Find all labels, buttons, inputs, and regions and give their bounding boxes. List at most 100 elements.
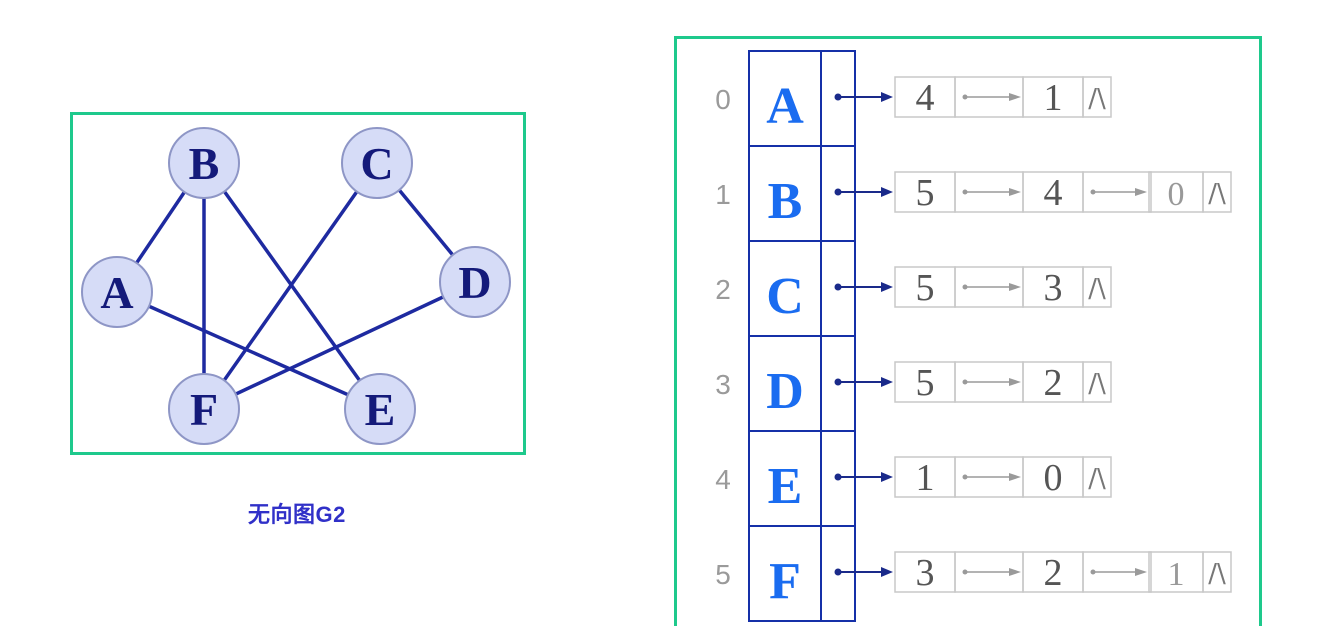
graph-node-circle bbox=[439, 246, 511, 318]
edge-node-value: 2 bbox=[1044, 362, 1063, 404]
vertex-label: F bbox=[769, 553, 801, 610]
null-pointer: /\ bbox=[1208, 559, 1226, 589]
edge-node: 2 /\ bbox=[1022, 361, 1112, 404]
null-pointer: /\ bbox=[1088, 464, 1106, 494]
null-pointer: /\ bbox=[1088, 84, 1106, 114]
next-pointer-arrowhead bbox=[1009, 188, 1021, 196]
edge-node-value: 2 bbox=[1044, 552, 1063, 594]
row-index: 5 bbox=[715, 559, 731, 590]
graph-node-b: B bbox=[168, 127, 240, 199]
adjacency-row-0: 0 A 4 1 /\ bbox=[715, 50, 1112, 147]
edge-node-next-cell bbox=[1202, 551, 1232, 593]
edge-node-next-cell bbox=[1082, 551, 1152, 593]
graph-node-circle bbox=[81, 256, 153, 328]
graph-node-label: C bbox=[360, 138, 393, 189]
graph-caption: 无向图G2 bbox=[248, 502, 346, 527]
graph-node-c: C bbox=[341, 127, 413, 199]
edge-A-E bbox=[116, 290, 381, 411]
edge-node: 0 /\ bbox=[1148, 171, 1232, 213]
edge-node-next-cell bbox=[1082, 361, 1112, 403]
pointer-arrowhead bbox=[881, 92, 893, 102]
edge-node-value: 5 bbox=[916, 267, 935, 309]
pointer-arrowhead bbox=[881, 187, 893, 197]
vertex-label: E bbox=[768, 458, 803, 515]
edge-node-value: 1 bbox=[916, 457, 935, 499]
edge-node-next-cell bbox=[1082, 76, 1112, 118]
first-edge-cell bbox=[820, 525, 856, 622]
edge-node: 5 bbox=[894, 266, 1024, 309]
adjacency-row-4: 4 E 1 0 /\ bbox=[715, 430, 1112, 527]
pointer-arrowhead bbox=[881, 567, 893, 577]
edge-node: 5 bbox=[894, 361, 1024, 404]
next-pointer-arrowhead bbox=[1009, 283, 1021, 291]
graph-node-label: A bbox=[100, 267, 133, 318]
edge-node: 1 /\ bbox=[1148, 551, 1232, 593]
graph-node-circle bbox=[341, 127, 413, 199]
edge-node: 4 bbox=[1022, 171, 1152, 214]
edge-node-value: 4 bbox=[916, 77, 935, 119]
graph-panel: A B C D E F bbox=[70, 112, 526, 455]
graph-node-circle bbox=[168, 373, 240, 445]
edge-node-value: 3 bbox=[1044, 267, 1063, 309]
null-pointer: /\ bbox=[1208, 179, 1226, 209]
null-pointer: /\ bbox=[1088, 369, 1106, 399]
edge-node: 1 /\ bbox=[1022, 76, 1112, 119]
edge-D-F bbox=[203, 280, 476, 411]
undirected-graph: A B C D E F bbox=[81, 127, 511, 445]
edge-node-value: 4 bbox=[1044, 172, 1063, 214]
edge-node-value: 1 bbox=[1044, 77, 1063, 119]
graph-node-label: D bbox=[458, 257, 491, 308]
graph-node-circle bbox=[344, 373, 416, 445]
edge-node-next-cell bbox=[1082, 456, 1112, 498]
pointer-arrowhead bbox=[881, 472, 893, 482]
edge-node-value: 3 bbox=[916, 552, 935, 594]
adjacency-row-1: 1 B 5 4 0 /\ bbox=[715, 145, 1232, 242]
graph-node-d: D bbox=[439, 246, 511, 318]
edge-node-value: 5 bbox=[916, 172, 935, 214]
vertex-label: B bbox=[768, 173, 803, 230]
edge-node: 0 /\ bbox=[1022, 456, 1112, 499]
adjacency-row-3: 3 D 5 2 /\ bbox=[715, 335, 1112, 432]
next-pointer-arrowhead bbox=[1135, 568, 1147, 576]
vertex-label: A bbox=[766, 78, 804, 135]
graph-node-label: E bbox=[365, 384, 396, 435]
graph-node-e: E bbox=[344, 373, 416, 445]
edge-node: 4 bbox=[894, 76, 1024, 119]
graph-node-a: A bbox=[81, 256, 153, 328]
next-pointer-arrowhead bbox=[1135, 188, 1147, 196]
row-index: 1 bbox=[715, 179, 731, 210]
edge-node: 2 bbox=[1022, 551, 1152, 594]
adjacency-row-2: 2 C 5 3 /\ bbox=[715, 240, 1112, 337]
edge-node-next-cell bbox=[1202, 171, 1232, 213]
next-pointer-arrowhead bbox=[1009, 378, 1021, 386]
edge-node: 3 bbox=[894, 551, 1024, 594]
edge-node: 3 /\ bbox=[1022, 266, 1112, 309]
edge-node-value: 1 bbox=[1168, 556, 1185, 593]
edge-node: 5 bbox=[894, 171, 1024, 214]
graph-node-f: F bbox=[168, 373, 240, 445]
graph-node-label: B bbox=[189, 138, 220, 189]
edge-node: 1 bbox=[894, 456, 1024, 499]
next-pointer-arrowhead bbox=[1009, 568, 1021, 576]
vertex-label: D bbox=[766, 363, 804, 420]
adjacency-row-5: 5 F 3 2 1 /\ bbox=[715, 525, 1232, 622]
next-pointer-arrowhead bbox=[1009, 93, 1021, 101]
row-index: 0 bbox=[715, 84, 731, 115]
next-pointer-arrowhead bbox=[1009, 473, 1021, 481]
row-index: 3 bbox=[715, 369, 731, 400]
null-pointer: /\ bbox=[1088, 274, 1106, 304]
edge-node-value: 0 bbox=[1168, 176, 1185, 213]
edge-C-F bbox=[202, 161, 379, 411]
edge-node-value: 0 bbox=[1044, 457, 1063, 499]
edge-node-value: 5 bbox=[916, 362, 935, 404]
row-index: 4 bbox=[715, 464, 731, 495]
graph-node-circle bbox=[168, 127, 240, 199]
row-index: 2 bbox=[715, 274, 731, 305]
pointer-arrowhead bbox=[881, 282, 893, 292]
graph-node-label: F bbox=[190, 384, 218, 435]
vertex-label: C bbox=[766, 268, 804, 325]
pointer-arrowhead bbox=[881, 377, 893, 387]
edge-node-next-cell bbox=[1082, 266, 1112, 308]
